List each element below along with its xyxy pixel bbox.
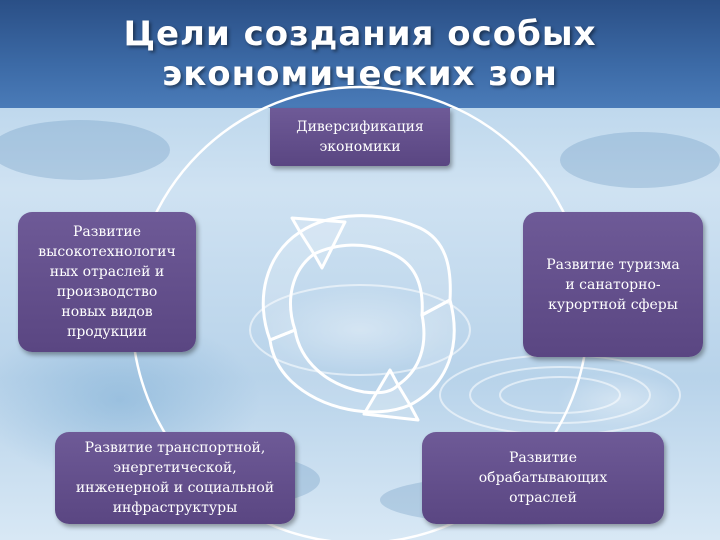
header-bar: Цели создания особых экономических зон [0, 0, 720, 108]
goal-label: Развитие транспортной, энергетической, и… [75, 440, 275, 516]
goal-label: Развитие обрабатывающих отраслей [478, 450, 608, 506]
goal-box-high-tech: Развитие высокотехнологич ных отраслей и… [18, 212, 196, 352]
goal-box-infrastructure: Развитие транспортной, энергетической, и… [55, 432, 295, 524]
goal-label: Развитие высокотехнологич ных отраслей и… [38, 224, 176, 340]
goal-label: Развитие туризма и санаторно- курортной … [546, 256, 680, 313]
page-title: Цели создания особых экономических зон [123, 14, 597, 94]
goal-box-tourism: Развитие туризма и санаторно- курортной … [523, 212, 703, 357]
goal-label: Диверсификация экономики [296, 119, 424, 155]
circular-arrows-icon [261, 214, 456, 422]
goal-box-manufacturing: Развитие обрабатывающих отраслей [422, 432, 664, 524]
goal-box-diversification: Диверсификация экономики [270, 108, 450, 166]
